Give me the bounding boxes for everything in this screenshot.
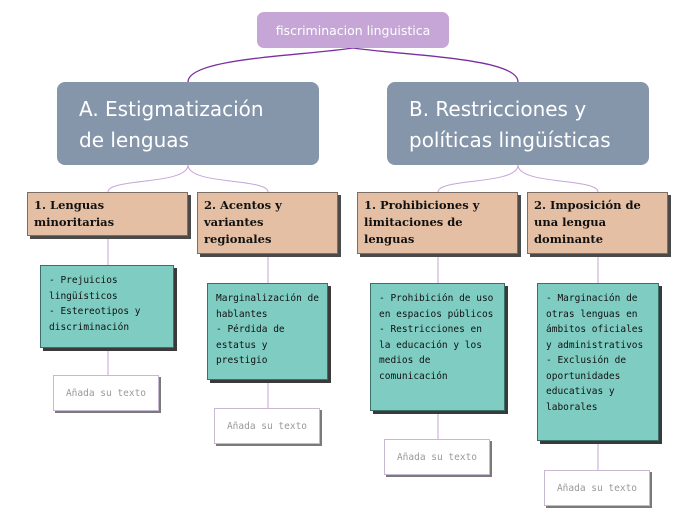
detail-acentos-variantes[interactable]: Marginalización de hablantes - Pérdida d…: [207, 283, 328, 380]
subtopic-prohibiciones[interactable]: 1. Prohibiciones y limitaciones de lengu…: [357, 192, 518, 254]
detail-imposicion-lengua[interactable]: - Marginación de otras lenguas en ámbito…: [537, 283, 659, 441]
main-topic-estigmatizacion[interactable]: A. Estigmatización de lenguas: [57, 82, 319, 165]
subtopic-lenguas-minoritarias[interactable]: 1. Lenguas minoritarias: [27, 192, 188, 236]
main-topic-title-line2: políticas lingüísticas: [409, 128, 611, 152]
main-topic-restricciones[interactable]: B. Restricciones y políticas lingüística…: [387, 82, 649, 165]
add-text-placeholder[interactable]: Añada su texto: [384, 439, 490, 475]
main-topic-title-line2: de lenguas: [79, 128, 189, 152]
add-text-placeholder[interactable]: Añada su texto: [53, 375, 159, 411]
detail-prohibiciones[interactable]: - Prohibición de uso en espacios público…: [370, 283, 505, 411]
add-text-placeholder[interactable]: Añada su texto: [214, 408, 320, 444]
root-topic[interactable]: fiscriminacion linguistica: [257, 12, 449, 48]
detail-lenguas-minoritarias[interactable]: - Prejuicios lingüísticos - Estereotipos…: [40, 265, 174, 348]
subtopic-imposicion-lengua[interactable]: 2. Imposición de una lengua dominante: [527, 192, 668, 254]
add-text-placeholder[interactable]: Añada su texto: [544, 470, 650, 506]
main-topic-title-line1: A. Estigmatización: [79, 97, 264, 121]
main-topic-title-line1: B. Restricciones y: [409, 97, 587, 121]
subtopic-acentos-variantes[interactable]: 2. Acentos y variantes regionales: [197, 192, 338, 254]
